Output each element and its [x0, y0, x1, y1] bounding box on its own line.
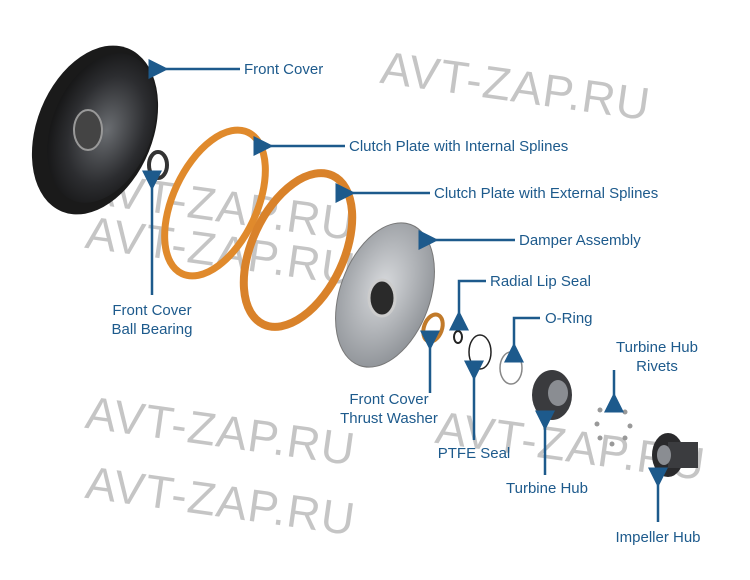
o-ring-part — [499, 351, 523, 385]
radial-lip-seal-part — [453, 330, 463, 344]
label-line: Rivets — [636, 358, 678, 375]
label-line: Front Cover — [112, 302, 192, 319]
front-cover-part — [31, 45, 159, 215]
damper-assembly-part — [335, 222, 435, 368]
label-turbine-hub: Turbine Hub — [506, 480, 588, 497]
label-clutch-plate-internal: Clutch Plate with Internal Splines — [349, 138, 569, 155]
label-line: Ball Bearing — [111, 321, 193, 338]
clutch-plate-external-part — [239, 169, 357, 331]
label-damper-assembly: Damper Assembly — [519, 232, 641, 249]
ptfe-seal-part — [468, 334, 492, 370]
label-clutch-plate-external: Clutch Plate with External Splines — [434, 185, 659, 202]
label-line: Thrust Washer — [340, 410, 438, 427]
label-ptfe-seal: PTFE Seal — [437, 445, 511, 462]
impeller-hub-part — [652, 433, 698, 477]
label-radial-lip-seal: Radial Lip Seal — [490, 273, 591, 290]
label-line: Front Cover — [349, 391, 429, 408]
label-front-cover: Front Cover — [244, 61, 324, 78]
label-line: Turbine Hub — [616, 339, 698, 356]
rivets-part — [594, 403, 633, 447]
label-o-ring: O-Ring — [545, 310, 593, 327]
leader-lines — [142, 59, 668, 522]
turbine-hub-part — [532, 370, 572, 420]
ball-bearing-part — [147, 150, 169, 180]
clutch-plate-internal-part — [161, 126, 269, 280]
label-impeller-hub: Impeller Hub — [615, 529, 701, 546]
